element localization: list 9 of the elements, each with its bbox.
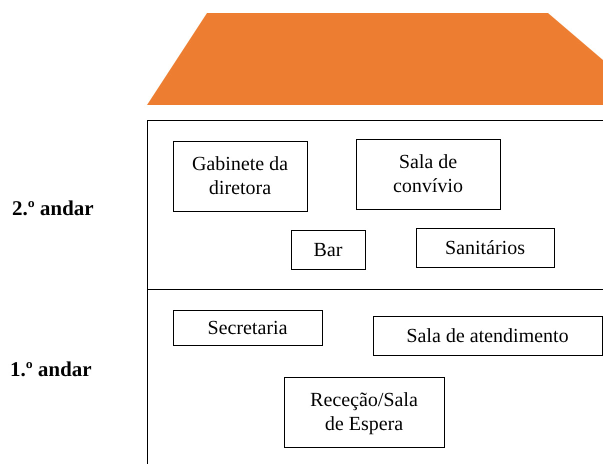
room-box: Receção/Sala de Espera <box>284 376 444 448</box>
room-box: Sala de atendimento <box>372 316 602 356</box>
floor-label: 1.º andar <box>10 357 92 382</box>
room-box: Bar <box>290 230 366 270</box>
room-box: Sala de convívio <box>356 138 500 210</box>
room-box: Secretaria <box>172 310 322 346</box>
floor-label: 2.º andar <box>12 196 94 221</box>
room-box: Gabinete da diretora <box>172 140 308 212</box>
room-box: Sanitários <box>416 228 554 268</box>
